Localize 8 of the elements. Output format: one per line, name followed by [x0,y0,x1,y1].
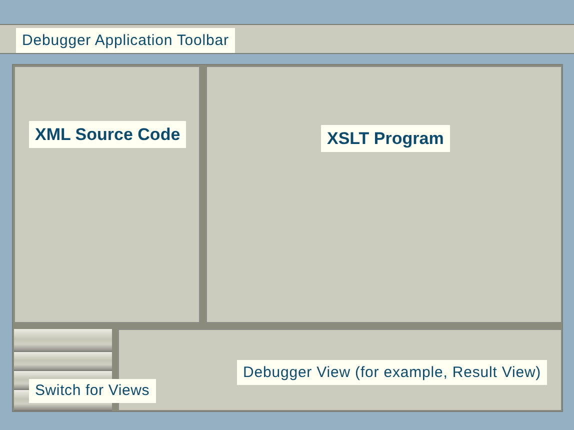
pane-title: XML Source Code [29,121,186,148]
pane-label: Debugger View (for example, Result View) [237,360,548,385]
switcher-label: Switch for Views [29,379,156,403]
source-code-pane [14,66,200,323]
program-pane [206,66,562,323]
toolbar-label: Debugger Application Toolbar [16,28,235,53]
toolbar [0,24,574,54]
pane-title: XSLT Program [321,125,450,152]
